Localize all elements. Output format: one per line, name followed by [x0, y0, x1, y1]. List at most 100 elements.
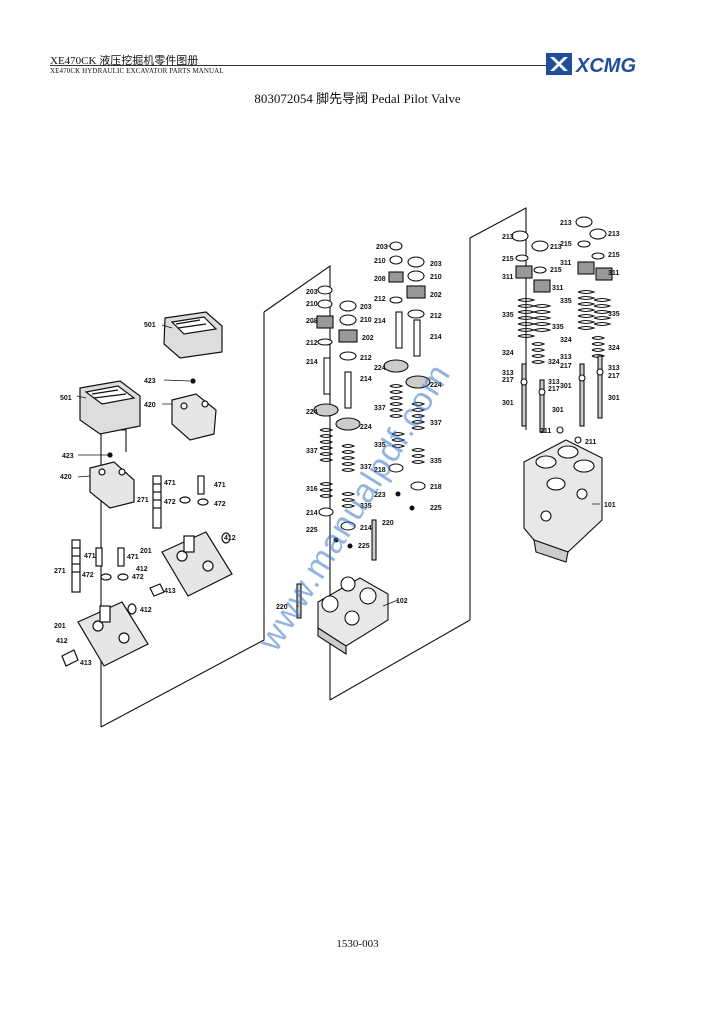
callout-208-a: 208: [374, 276, 386, 283]
callout-271-upper: 271: [137, 497, 149, 504]
callout-335-g: 335: [502, 312, 514, 319]
callout-212-b: 212: [430, 313, 442, 320]
diagram-frames: [100, 207, 527, 728]
callout-301-b: 301: [608, 395, 620, 402]
callout-335-b: 335: [430, 458, 442, 465]
callout-335-e: 335: [560, 298, 572, 305]
callout-335-a: 335: [374, 442, 386, 449]
callout-420-upper: 420: [144, 402, 156, 409]
callout-471-d: 471: [127, 554, 139, 561]
callout-337-a: 337: [374, 405, 386, 412]
callout-311-c: 311: [502, 274, 513, 281]
callout-102: 102: [396, 598, 408, 605]
callout-412-d: 412: [56, 638, 68, 645]
callout-501-upper: 501: [144, 322, 156, 329]
callout-210-d: 210: [360, 317, 372, 324]
body-201-lower: [77, 601, 149, 667]
bracket-420-upper: [171, 393, 217, 441]
callout-202-a: 202: [430, 292, 442, 299]
callout-214-c: 214: [306, 359, 318, 366]
callout-423-lower: 423: [62, 453, 74, 460]
callout-214-a: 214: [374, 318, 386, 325]
callout-224-a: 224: [374, 365, 386, 372]
callout-313-a: 313: [560, 354, 572, 361]
callout-337-b: 337: [430, 420, 442, 427]
small-parts-left: [61, 378, 231, 667]
body-101: [523, 439, 603, 563]
callout-202-b: 202: [362, 335, 374, 342]
callout-214-f: 214: [360, 525, 372, 532]
pedal-cover-upper: [163, 311, 223, 359]
retainers-215: [515, 240, 605, 274]
orings-213: [511, 216, 607, 252]
callout-412-b: 412: [136, 566, 148, 573]
washers-218: [318, 463, 426, 549]
leader-lines: [76, 245, 600, 607]
callout-472-d: 472: [132, 574, 144, 581]
pedal-cover-lower: [79, 380, 141, 435]
callout-208-b: 208: [306, 318, 318, 325]
callout-472-b: 472: [214, 501, 226, 508]
callout-225-a: 225: [430, 505, 442, 512]
callout-413-lower: 413: [80, 660, 92, 667]
callout-412-a: 412: [224, 535, 236, 542]
callout-203-a: 203: [376, 244, 388, 251]
callout-413-upper: 413: [164, 588, 176, 595]
callout-324-a: 324: [560, 337, 572, 344]
callout-213-b: 213: [608, 231, 620, 238]
callout-201-upper: 201: [140, 548, 152, 555]
callout-412-c: 412: [140, 607, 152, 614]
callout-335-c: 335: [360, 503, 372, 510]
stems-301: [520, 355, 604, 444]
callout-210-b: 210: [430, 274, 442, 281]
middle-assembly: [296, 241, 431, 656]
callout-471-c: 471: [84, 553, 96, 560]
callout-313-c: 313: [502, 370, 514, 377]
callout-217-d: 217: [548, 386, 560, 393]
logo-text: XCMG: [575, 55, 636, 77]
callout-501-lower: 501: [60, 395, 72, 402]
callout-220-a: 220: [382, 520, 394, 527]
callout-218-b: 218: [430, 484, 442, 491]
callout-101: 101: [604, 502, 616, 509]
callout-203-b: 203: [430, 261, 442, 268]
callout-324-b: 324: [608, 345, 620, 352]
callout-471-b: 471: [214, 482, 226, 489]
callout-472-a: 472: [164, 499, 176, 506]
callout-337-d: 337: [360, 464, 372, 471]
callout-223: 223: [374, 492, 386, 499]
callout-212-a: 212: [374, 296, 386, 303]
callout-203-c: 203: [306, 289, 318, 296]
callout-214-d: 214: [360, 376, 372, 383]
callout-324-c: 324: [502, 350, 514, 357]
bracket-420-lower: [89, 461, 135, 509]
callout-217-c: 217: [502, 377, 514, 384]
callout-420-lower: 420: [60, 474, 72, 481]
callout-271-lower: 271: [54, 568, 66, 575]
pins-220: [296, 519, 377, 619]
callout-212-d: 212: [360, 355, 372, 362]
spring-seats-224: [313, 359, 431, 431]
callout-313-d: 313: [548, 379, 560, 386]
right-assembly: [511, 216, 613, 563]
callout-215-a: 215: [560, 241, 572, 248]
callout-224-b: 224: [430, 382, 442, 389]
callout-210-c: 210: [306, 301, 318, 308]
callout-203-d: 203: [360, 304, 372, 311]
callout-210-a: 210: [374, 258, 386, 265]
screws-left: [71, 475, 205, 593]
callout-212-c: 212: [306, 340, 318, 347]
page-number: 1530-003: [336, 938, 379, 950]
caps-311: [515, 261, 613, 293]
callout-215-c: 215: [502, 256, 514, 263]
callout-215-d: 215: [550, 267, 562, 274]
springs-335: [517, 289, 612, 365]
callout-214-b: 214: [430, 334, 442, 341]
callout-311-a: 311: [560, 260, 571, 267]
callout-301-c: 301: [502, 400, 514, 407]
callout-313-b: 313: [608, 365, 620, 372]
callout-215-b: 215: [608, 252, 620, 259]
callout-218-a: 218: [374, 467, 386, 474]
callout-316: 316: [306, 486, 318, 493]
